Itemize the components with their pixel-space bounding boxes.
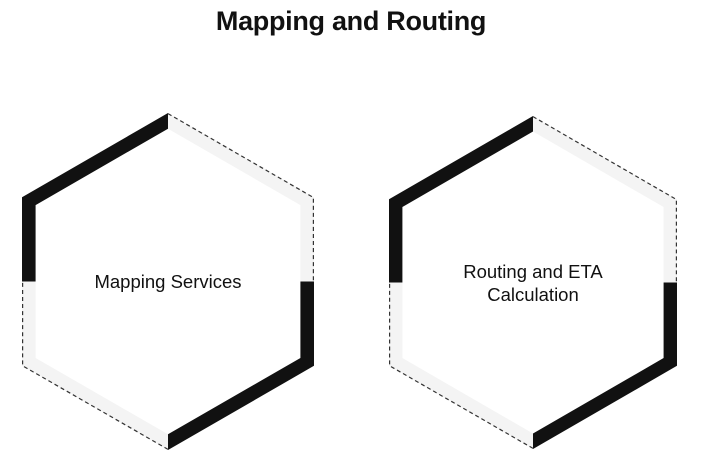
hexagon-label-routing-eta-calculation: Routing and ETA Calculation	[463, 260, 603, 305]
hexagon-light-band-upper-right	[168, 113, 314, 282]
hexagon-solid-band-lower-right	[168, 281, 314, 450]
hexagon-light-band-lower-left	[389, 282, 533, 449]
hexagon-node-routing-eta-calculation: Routing and ETA Calculation	[389, 116, 677, 449]
hexagon-shape	[389, 116, 677, 449]
hexagon-solid-band-lower-right	[533, 282, 677, 449]
hexagon-shape	[22, 113, 314, 450]
hexagon-light-band-lower-left	[22, 281, 168, 450]
hexagon-light-band-upper-right	[533, 116, 677, 283]
hexagon-label-container: Mapping Services	[22, 113, 314, 450]
hexagon-node-mapping-services: Mapping Services	[22, 113, 314, 450]
page-title: Mapping and Routing	[215, 6, 487, 36]
hexagon-label-mapping-services: Mapping Services	[94, 271, 242, 292]
hexagon-label-container: Routing and ETA Calculation	[389, 116, 677, 449]
hexagon-solid-band-upper-left	[389, 116, 533, 283]
hexagon-solid-band-upper-left	[22, 113, 168, 282]
